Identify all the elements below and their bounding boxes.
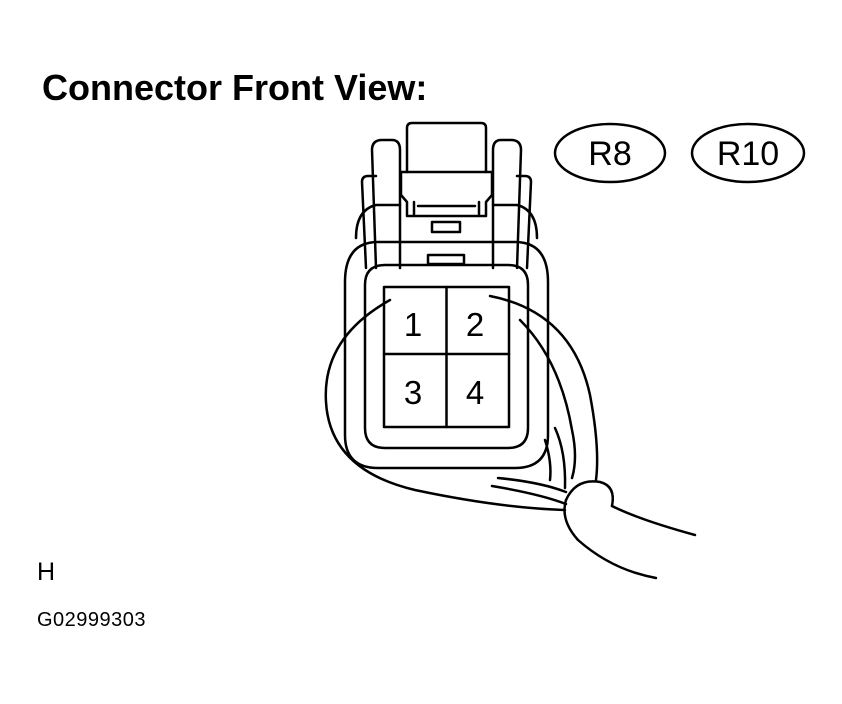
figure-code: G02999303 <box>37 609 147 631</box>
pin-4-label: 4 <box>466 374 484 411</box>
footer-mark: H <box>37 558 56 586</box>
wire-harness <box>324 294 697 580</box>
connector-code-r8: R8 <box>588 135 631 173</box>
connector-code-r10: R10 <box>717 135 779 173</box>
pin-3-label: 3 <box>404 374 422 411</box>
connector-housing <box>343 121 550 470</box>
connector-code-badge-r10: R10 <box>690 122 806 184</box>
connector-code-badge-r8: R8 <box>553 122 667 184</box>
pin-2-label: 2 <box>466 306 484 343</box>
pin-grid <box>382 285 511 429</box>
pin-1-label: 1 <box>404 306 422 343</box>
diagram-title: Connector Front View: <box>42 67 428 108</box>
